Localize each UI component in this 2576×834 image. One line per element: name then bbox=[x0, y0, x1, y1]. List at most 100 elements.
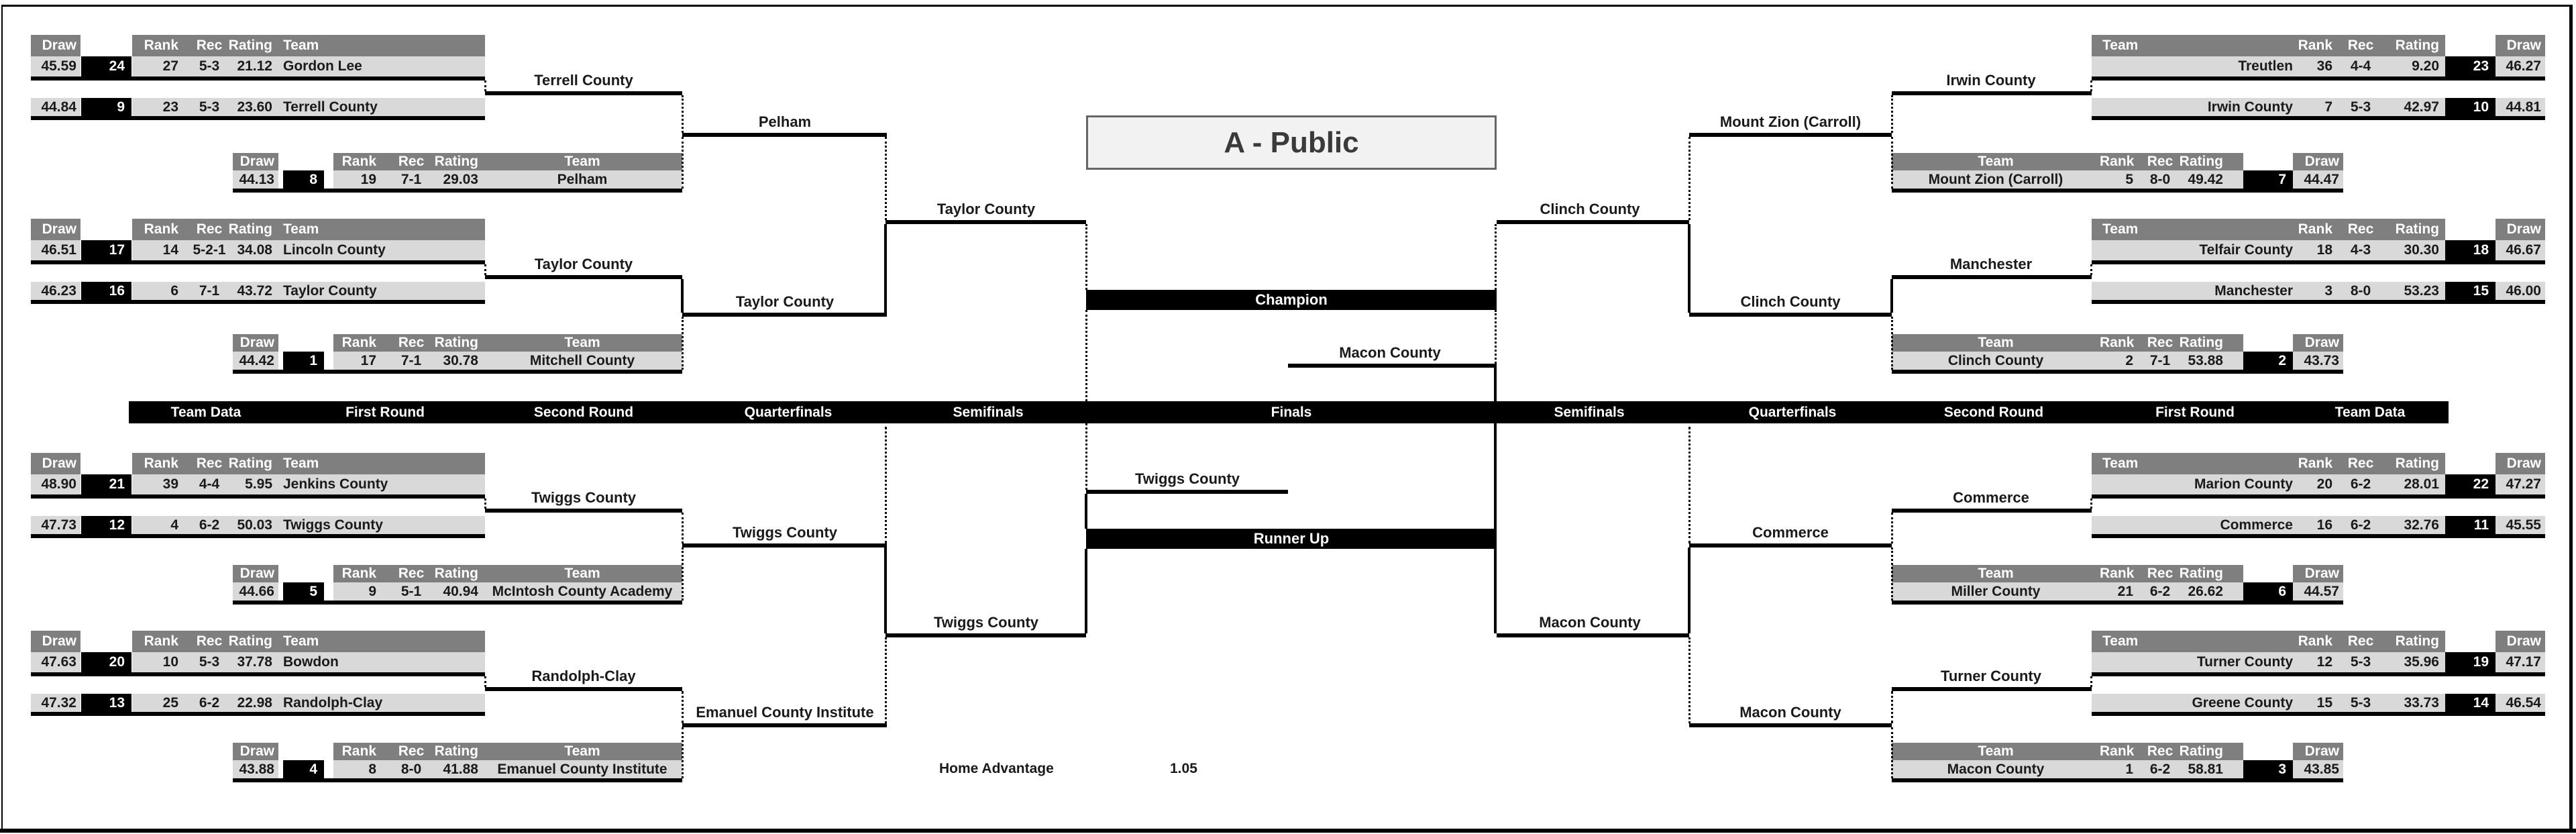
connector bbox=[2090, 81, 2092, 91]
connector bbox=[682, 513, 684, 543]
bracket-line bbox=[2092, 260, 2545, 264]
connector bbox=[1494, 368, 1497, 529]
rank-value: 39 bbox=[162, 476, 178, 492]
rating-value: 21.12 bbox=[237, 58, 272, 74]
bracket-line bbox=[1892, 91, 2092, 95]
col-header-rating: Rating bbox=[2179, 743, 2223, 759]
connector bbox=[1688, 224, 1690, 313]
col-header-rec: Rec bbox=[2347, 38, 2374, 53]
col-header-team: Team bbox=[283, 456, 319, 471]
col-header-rec: Rec bbox=[2147, 566, 2174, 581]
winner-label-br-second-b: Macon County bbox=[1739, 704, 1841, 721]
connector bbox=[1890, 279, 1893, 313]
record-value: 6-2 bbox=[2149, 584, 2171, 599]
seed-value: 2 bbox=[2278, 353, 2286, 368]
team-name: Manchester bbox=[2214, 283, 2293, 299]
bracket-line bbox=[2092, 712, 2545, 716]
connector bbox=[682, 548, 684, 601]
rating-value: 37.78 bbox=[237, 654, 272, 670]
draw-value: 47.27 bbox=[2506, 476, 2541, 492]
col-header-team: Team bbox=[564, 154, 600, 169]
bracket-line bbox=[485, 509, 682, 513]
connector bbox=[1891, 691, 1893, 723]
bracket-line bbox=[1892, 275, 2092, 279]
draw-value: 43.73 bbox=[2304, 353, 2339, 368]
col-header-team: Team bbox=[564, 743, 600, 759]
col-header-rec: Rec bbox=[2147, 154, 2174, 169]
winner-label-bl-first-b: Randolph-Clay bbox=[531, 668, 636, 684]
bracket-line bbox=[1086, 490, 1288, 494]
rating-value: 53.88 bbox=[2188, 353, 2223, 368]
rank-value: 10 bbox=[162, 654, 178, 670]
round-label-semifinals-right: Semifinals bbox=[1554, 405, 1625, 420]
bracket-line bbox=[1892, 189, 2343, 193]
col-header-rating: Rating bbox=[228, 456, 272, 471]
col-header-rating: Rating bbox=[2395, 38, 2439, 53]
connector bbox=[1085, 494, 1087, 529]
col-header-rec: Rec bbox=[196, 456, 223, 471]
winner-label-tr-second-b: Clinch County bbox=[1740, 293, 1841, 310]
col-header-team: Team bbox=[2102, 633, 2139, 649]
bracket-line bbox=[233, 370, 682, 374]
seed-value: 18 bbox=[2473, 242, 2489, 258]
rank-value: 3 bbox=[2324, 283, 2332, 299]
col-header-rank: Rank bbox=[2100, 335, 2135, 350]
bracket-line bbox=[1497, 220, 1689, 224]
col-header-rating: Rating bbox=[2395, 221, 2439, 237]
record-value: 4-4 bbox=[2350, 58, 2371, 74]
col-header-rank: Rank bbox=[341, 154, 376, 169]
col-header-team: Team bbox=[1978, 154, 2014, 169]
record-value: 4-4 bbox=[199, 476, 220, 492]
team-name: Telfair County bbox=[2199, 242, 2293, 258]
record-value: 6-2 bbox=[199, 695, 220, 711]
col-header-draw: Draw bbox=[2304, 154, 2339, 169]
col-header-team: Team bbox=[564, 335, 600, 350]
col-header-team: Team bbox=[2102, 221, 2139, 237]
team-name: Turner County bbox=[2196, 654, 2293, 670]
col-header-draw: Draw bbox=[2506, 633, 2541, 649]
rating-value: 53.23 bbox=[2404, 283, 2439, 299]
draw-value: 48.90 bbox=[41, 476, 76, 492]
connector bbox=[682, 95, 684, 133]
team-name: Treutlen bbox=[2238, 58, 2293, 74]
col-header-rank: Rank bbox=[2100, 154, 2135, 169]
connector bbox=[1085, 310, 1087, 490]
rank-value: 25 bbox=[162, 695, 178, 711]
seed-value: 12 bbox=[109, 517, 125, 533]
bracket-line bbox=[31, 300, 485, 304]
seed-value: 3 bbox=[2278, 762, 2286, 777]
bracket-line bbox=[1689, 543, 1892, 548]
col-header-rank: Rank bbox=[2100, 743, 2135, 759]
connector bbox=[2090, 499, 2092, 509]
winner-label-br-first-a: Commerce bbox=[1953, 489, 2029, 506]
col-header-team: Team bbox=[2102, 38, 2139, 53]
col-header-rec: Rec bbox=[196, 221, 223, 237]
col-header-draw: Draw bbox=[2506, 38, 2541, 53]
bracket-line bbox=[485, 687, 682, 691]
col-header-team: Team bbox=[283, 38, 319, 53]
col-header-rank: Rank bbox=[2298, 38, 2332, 53]
seed-value: 21 bbox=[109, 476, 125, 492]
col-header-draw: Draw bbox=[239, 566, 274, 581]
rating-value: 42.97 bbox=[2404, 99, 2439, 115]
col-header-rank: Rank bbox=[144, 38, 178, 53]
col-header-rating: Rating bbox=[228, 221, 272, 237]
team-name: Twiggs County bbox=[283, 517, 383, 533]
connector bbox=[1891, 95, 1893, 133]
winner-label-tr-quarter: Clinch County bbox=[1540, 201, 1640, 217]
col-header-draw: Draw bbox=[239, 154, 274, 169]
bracket-line bbox=[885, 633, 1086, 637]
connector bbox=[884, 224, 887, 313]
rank-value: 21 bbox=[2117, 584, 2133, 599]
seed-value: 5 bbox=[309, 584, 317, 599]
col-header-rating: Rating bbox=[434, 743, 478, 759]
connector bbox=[1891, 727, 1893, 778]
bracket-line bbox=[233, 601, 682, 605]
team-name: Jenkins County bbox=[283, 476, 388, 492]
bracket-line bbox=[2092, 494, 2545, 499]
rounds-bar bbox=[129, 401, 2449, 423]
connector bbox=[884, 548, 887, 633]
col-header-rank: Rank bbox=[144, 456, 178, 471]
rank-value: 9 bbox=[368, 584, 376, 599]
col-header-rec: Rec bbox=[2147, 335, 2174, 350]
